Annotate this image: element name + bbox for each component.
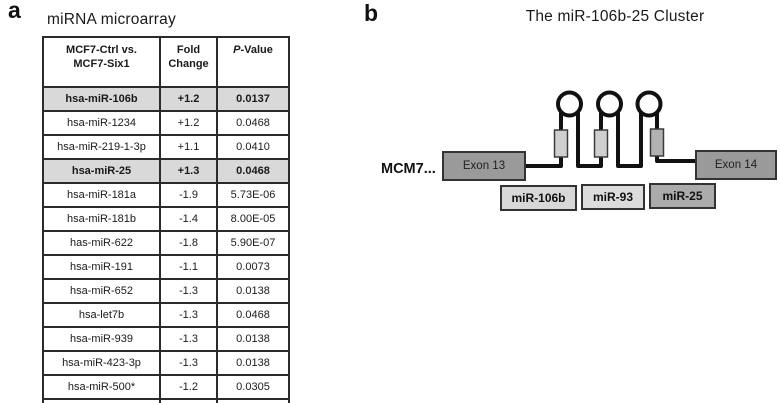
mirna-name-cell: hsa-miR-181a bbox=[42, 182, 161, 208]
pvalue-rest: -Value bbox=[240, 44, 273, 56]
stem-marker-mir93 bbox=[593, 129, 609, 158]
mir-106b-box: miR-106b bbox=[500, 185, 577, 211]
exon14-box: Exon 14 bbox=[695, 150, 777, 180]
col-header-pvalue: P-Value bbox=[216, 36, 290, 88]
fold-change-cell: -1.9 bbox=[159, 182, 218, 208]
fold-change-cell: -1.8 bbox=[159, 230, 218, 256]
mir-106b-label: miR-106b bbox=[511, 191, 566, 205]
exon14-label: Exon 14 bbox=[714, 159, 758, 171]
table-row: hsa-miR-219-1-3p +1.1 0.0410 bbox=[42, 134, 290, 160]
stem-marker-mir106b bbox=[553, 129, 569, 158]
col-header-comparison-line1: MCF7-Ctrl vs. bbox=[66, 44, 137, 56]
panel-a-label: a bbox=[8, 0, 21, 23]
mirna-table-body: hsa-miR-106b +1.2 0.0137 hsa-miR-1234 +1… bbox=[42, 86, 290, 403]
exon13-box: Exon 13 bbox=[442, 151, 526, 181]
table-row: hsa-miR-191 -1.1 0.0073 bbox=[42, 254, 290, 280]
table-row: hsa-miR-652 -1.3 0.0138 bbox=[42, 278, 290, 304]
table-row: hsa-miR-1234 +1.2 0.0468 bbox=[42, 110, 290, 136]
table-row: has-miR-622 -1.8 5.90E-07 bbox=[42, 230, 290, 256]
intron-line-h2-h3 bbox=[616, 112, 643, 168]
panel-a-title: miRNA microarray bbox=[47, 11, 176, 28]
table-row: hsa-miR-939 -1.3 0.0138 bbox=[42, 326, 290, 352]
pvalue-cell bbox=[216, 398, 290, 403]
pvalue-cell: 0.0305 bbox=[216, 374, 290, 400]
hairpin-loop-mir106b bbox=[556, 90, 583, 118]
mirna-name-cell: hsa-miR-652 bbox=[42, 278, 161, 304]
panel-b-label: b bbox=[364, 0, 379, 26]
pvalue-cell: 0.0138 bbox=[216, 326, 290, 352]
mirna-name-cell: hsa-miR-106b bbox=[42, 86, 161, 112]
col-header-fold-line1: Fold bbox=[176, 44, 201, 56]
table-header: MCF7-Ctrl vs. MCF7-Six1 Fold Change P-Va… bbox=[42, 36, 290, 88]
gene-name-label: MCM7... bbox=[381, 161, 436, 177]
fold-change-cell: -1.4 bbox=[159, 206, 218, 232]
table-row: hsa-let7b -1.3 0.0468 bbox=[42, 302, 290, 328]
pvalue-cell: 0.0138 bbox=[216, 278, 290, 304]
mirna-name-cell: hsa-miR-939 bbox=[42, 326, 161, 352]
mirna-name-cell: has-miR-622 bbox=[42, 230, 161, 256]
table-row bbox=[42, 398, 290, 403]
fold-change-cell bbox=[159, 398, 218, 403]
fold-change-cell: +1.2 bbox=[159, 86, 218, 112]
mirna-name-cell: hsa-miR-1234 bbox=[42, 110, 161, 136]
fold-change-cell: -1.1 bbox=[159, 254, 218, 280]
pvalue-cell: 0.0468 bbox=[216, 158, 290, 184]
table-row: hsa-miR-500* -1.2 0.0305 bbox=[42, 374, 290, 400]
col-header-comparison-line2: MCF7-Six1 bbox=[73, 57, 130, 70]
col-header-comparison: MCF7-Ctrl vs. MCF7-Six1 bbox=[42, 36, 161, 88]
pvalue-cell: 0.0138 bbox=[216, 350, 290, 376]
table-row: hsa-miR-25 +1.3 0.0468 bbox=[42, 158, 290, 184]
pvalue-cell: 0.0468 bbox=[216, 110, 290, 136]
mirna-name-cell: hsa-miR-25 bbox=[42, 158, 161, 184]
exon13-label: Exon 13 bbox=[462, 160, 506, 172]
table-row: hsa-miR-423-3p -1.3 0.0138 bbox=[42, 350, 290, 376]
intron-line-h1-h2 bbox=[576, 112, 603, 168]
table-header-row: MCF7-Ctrl vs. MCF7-Six1 Fold Change P-Va… bbox=[42, 36, 290, 88]
mirna-name-cell bbox=[42, 398, 161, 403]
fold-change-cell: +1.2 bbox=[159, 110, 218, 136]
fold-change-cell: -1.3 bbox=[159, 326, 218, 352]
mirna-name-cell: hsa-let7b bbox=[42, 302, 161, 328]
table-row: hsa-miR-181b -1.4 8.00E-05 bbox=[42, 206, 290, 232]
hairpin-loop-mir25 bbox=[635, 90, 663, 118]
fold-change-cell: -1.3 bbox=[159, 278, 218, 304]
mir-93-box: miR-93 bbox=[581, 184, 645, 210]
col-header-fold-change: Fold Change bbox=[159, 36, 218, 88]
mirna-name-cell: hsa-miR-219-1-3p bbox=[42, 134, 161, 160]
fold-change-cell: -1.3 bbox=[159, 350, 218, 376]
pvalue-cell: 8.00E-05 bbox=[216, 206, 290, 232]
mir-93-label: miR-93 bbox=[592, 190, 633, 204]
mirna-name-cell: hsa-miR-191 bbox=[42, 254, 161, 280]
mirna-name-cell: hsa-miR-500* bbox=[42, 374, 161, 400]
pvalue-cell: 0.0073 bbox=[216, 254, 290, 280]
pvalue-cell: 5.73E-06 bbox=[216, 182, 290, 208]
pvalue-cell: 0.0137 bbox=[216, 86, 290, 112]
col-header-fold-line2: Change bbox=[168, 57, 209, 70]
mir-25-label: miR-25 bbox=[662, 189, 703, 203]
table-row: hsa-miR-181a -1.9 5.73E-06 bbox=[42, 182, 290, 208]
intron-line-right bbox=[655, 112, 700, 163]
table-row: hsa-miR-106b +1.2 0.0137 bbox=[42, 86, 290, 112]
fold-change-cell: +1.1 bbox=[159, 134, 218, 160]
mirna-microarray-table: MCF7-Ctrl vs. MCF7-Six1 Fold Change P-Va… bbox=[42, 36, 290, 403]
intron-line-left bbox=[520, 112, 563, 168]
fold-change-cell: +1.3 bbox=[159, 158, 218, 184]
mirna-name-cell: hsa-miR-423-3p bbox=[42, 350, 161, 376]
pvalue-cell: 0.0410 bbox=[216, 134, 290, 160]
hairpin-loop-mir93 bbox=[596, 90, 623, 118]
panel-b-title: The miR-106b-25 Cluster bbox=[525, 8, 705, 25]
fold-change-cell: -1.3 bbox=[159, 302, 218, 328]
pvalue-cell: 0.0468 bbox=[216, 302, 290, 328]
pvalue-italic-p: P bbox=[233, 44, 241, 56]
pvalue-cell: 5.90E-07 bbox=[216, 230, 290, 256]
mir-25-box: miR-25 bbox=[649, 183, 716, 209]
stem-marker-mir25 bbox=[649, 128, 665, 157]
mirna-name-cell: hsa-miR-181b bbox=[42, 206, 161, 232]
fold-change-cell: -1.2 bbox=[159, 374, 218, 400]
